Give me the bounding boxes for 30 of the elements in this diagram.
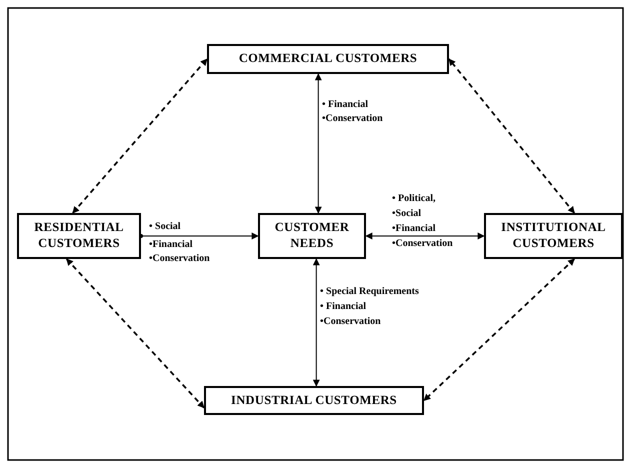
process-box: [484, 213, 623, 259]
connector-arrow: [365, 232, 485, 240]
bullet-text: •Conservation: [149, 254, 210, 264]
bullet-text: • Financial: [322, 100, 368, 110]
connector-arrow: [314, 73, 322, 214]
bullet-text: •Social: [392, 209, 422, 219]
bullet-text: •Conservation: [322, 114, 383, 124]
node-label: INDUSTRIAL CUSTOMERS: [231, 392, 397, 408]
bullet-text: • Financial: [320, 302, 366, 312]
bullet-text: •Conservation: [320, 317, 381, 327]
node-label: CUSTOMER NEEDS: [274, 220, 350, 252]
connector-arrow: [312, 258, 320, 387]
bullet-text: • Political,: [392, 194, 436, 204]
process-box: [207, 44, 449, 74]
process-box: [204, 386, 424, 415]
connector-arrow: [448, 58, 576, 214]
bullet-text: •Financial: [392, 224, 436, 234]
bullet-text: •Conservation: [392, 239, 453, 249]
bullet-text: •Financial: [149, 240, 193, 250]
node-label: COMMERCIAL CUSTOMERS: [238, 51, 418, 67]
process-box: [17, 213, 141, 259]
connector-arrow: [423, 258, 575, 402]
bullet-text: • Social: [149, 222, 181, 232]
connector-arrow: [66, 258, 205, 408]
node-label: INSTITUTIONAL CUSTOMERS: [500, 220, 607, 252]
connector-arrow: [139, 232, 259, 240]
bullet-text: • Special Requirements: [320, 287, 419, 297]
process-box: [258, 213, 366, 259]
node-label: RESIDENTIAL CUSTOMERS: [33, 220, 125, 252]
connector-arrow: [72, 58, 208, 214]
